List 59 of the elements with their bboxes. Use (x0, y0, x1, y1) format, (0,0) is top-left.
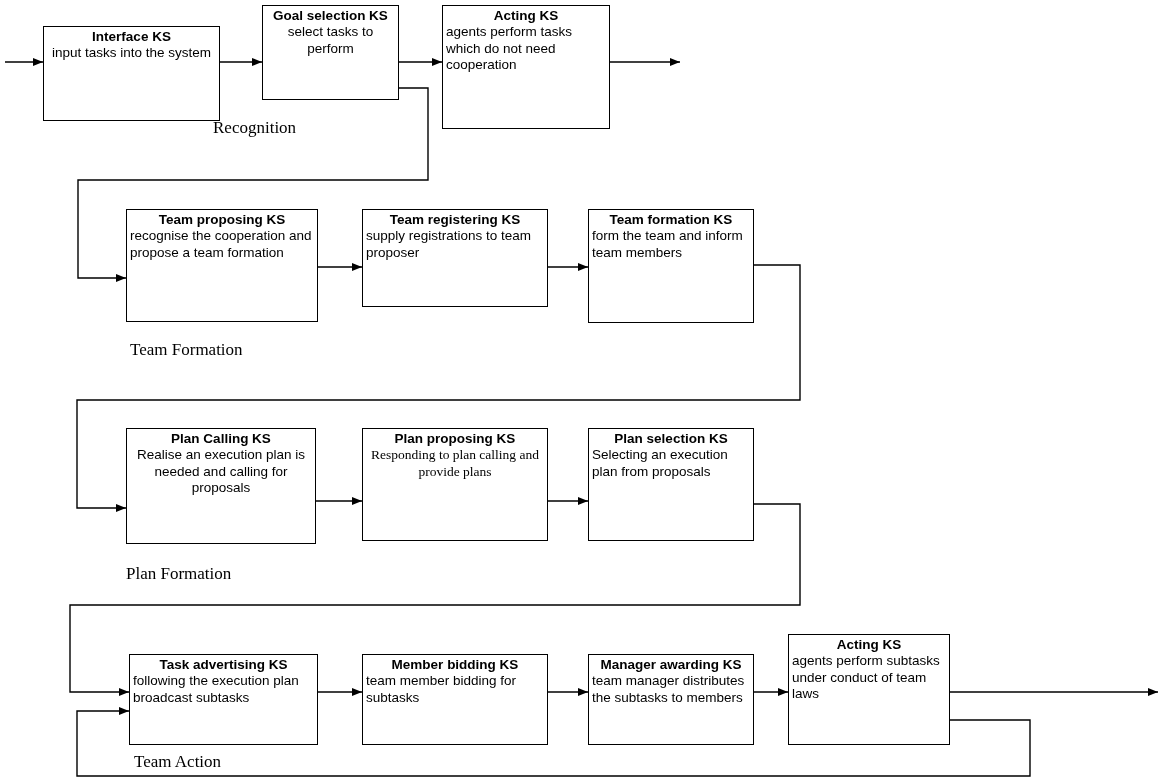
arrow (315, 497, 363, 505)
process-box (126, 209, 318, 322)
process-box (588, 428, 754, 541)
box-description: Selecting an execution plan from proposals (592, 447, 729, 481)
arrow (949, 688, 1159, 696)
process-box (588, 654, 754, 745)
box-title: Interface KS (91, 29, 172, 46)
process-box (262, 5, 399, 100)
box-title: Member bidding KS (390, 657, 520, 674)
arrow (398, 58, 443, 66)
arrow (76, 707, 1031, 777)
process-box (129, 654, 318, 745)
box-description: Realise an execution plan is needed and calling for proposals (135, 447, 307, 497)
process-box (362, 428, 548, 541)
box-description: input tasks into the system (50, 45, 213, 62)
arrow (317, 688, 363, 696)
stage-label: Recognition (213, 118, 297, 138)
stage-label: Team Action (134, 752, 222, 772)
arrow (4, 58, 44, 66)
box-description: team member bidding for subtasks (366, 673, 518, 707)
stage-label: Team Formation (130, 340, 243, 360)
box-description: agents perform tasks which do not need cooperation (446, 24, 574, 74)
arrow (753, 688, 789, 696)
stage-label: Plan Formation (126, 564, 232, 584)
arrow (547, 263, 589, 271)
box-description: Responding to plan calling and provide plans (370, 447, 540, 481)
box-description: select tasks to perform (286, 24, 375, 58)
process-box (588, 209, 754, 323)
box-description: form the team and inform team members (592, 228, 744, 262)
process-box (43, 26, 220, 121)
process-box (788, 634, 950, 745)
box-title: Manager awarding KS (599, 657, 743, 674)
process-box (362, 209, 548, 307)
arrow (547, 497, 589, 505)
box-description: recognise the cooperation and propose a team formation (130, 228, 313, 262)
box-title: Team proposing KS (157, 212, 287, 229)
process-box (442, 5, 610, 129)
arrow (609, 58, 681, 66)
arrow (317, 263, 363, 271)
box-title: Acting KS (835, 637, 903, 654)
arrow (219, 58, 263, 66)
process-box (362, 654, 548, 745)
box-title: Acting KS (492, 8, 560, 25)
arrow (69, 503, 801, 696)
box-title: Plan Calling KS (170, 431, 272, 448)
arrow (547, 688, 589, 696)
box-title: Task advertising KS (158, 657, 289, 674)
box-title: Team formation KS (608, 212, 734, 229)
box-description: supply registrations to team proposer (366, 228, 533, 262)
box-description: team manager distributes the subtasks to members (592, 673, 746, 707)
box-description: agents perform subtasks under conduct of team laws (792, 653, 941, 703)
box-title: Goal selection KS (272, 8, 389, 25)
process-box (126, 428, 316, 544)
box-description: following the execution plan broadcast subtasks (133, 673, 300, 707)
box-title: Plan selection KS (613, 431, 729, 448)
box-title: Plan proposing KS (393, 431, 517, 448)
arrow (77, 87, 429, 282)
arrow (76, 264, 801, 512)
box-title: Team registering KS (388, 212, 522, 229)
